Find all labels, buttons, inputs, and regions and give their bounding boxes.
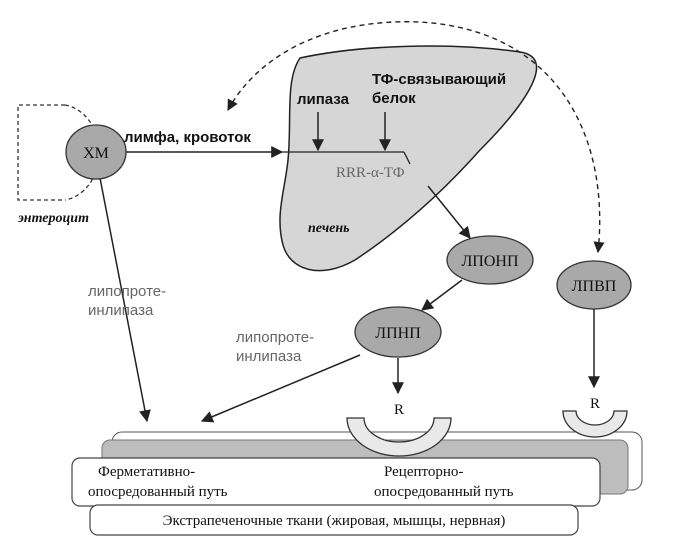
node-lpnp xyxy=(354,306,442,358)
node-hm xyxy=(65,124,127,180)
hm-to-tissue-arrow xyxy=(99,177,151,423)
node-lpvp xyxy=(556,260,632,310)
enterocyte-label: энтероцит xyxy=(17,211,89,226)
lpl-left-label-1: липопроте- xyxy=(88,283,166,300)
liver-label: печень xyxy=(308,221,350,236)
lpnp-to-tissue-arrow xyxy=(200,354,361,423)
node-lponp xyxy=(446,235,534,285)
node-hm-label: ХМ xyxy=(83,145,109,162)
receptor-path-label-1: Рецепторно- xyxy=(384,464,463,480)
lpl-left-label-2: инлипаза xyxy=(88,302,154,319)
receptor-lpnp xyxy=(346,417,452,457)
rrr-tf-label: RRR-α-ТФ xyxy=(336,165,405,181)
tissues-label: Экстрапеченочные ткани (жировая, мышцы, … xyxy=(163,513,506,529)
receptor-label-lpvp: R xyxy=(590,396,600,412)
rrr-to-lponp-arrow xyxy=(427,185,471,239)
receptor-label-lpnp: R xyxy=(394,402,404,418)
enzymatic-path-label-2: опосредованный путь xyxy=(88,484,228,500)
lipase-label: липаза xyxy=(297,91,350,108)
tissues-box xyxy=(89,504,579,536)
node-lponp-label: ЛПОНП xyxy=(461,253,519,270)
tf-binding-label-1: ТФ-связывающий xyxy=(372,71,506,88)
lpl-mid-label-1: липопроте- xyxy=(236,329,314,346)
receptor-path-label-2: опосредованный путь xyxy=(374,484,514,500)
lponp-to-lpnp-arrow xyxy=(421,279,463,311)
liver-inner-tick xyxy=(403,151,411,165)
receptor-lpvp xyxy=(562,410,628,438)
tf-binding-label-2: белок xyxy=(372,90,416,107)
lpl-mid-label-2: инлипаза xyxy=(236,348,302,365)
node-lpvp-label: ЛПВП xyxy=(572,278,617,295)
lpvp-liver-dashed-arrow xyxy=(227,21,605,254)
enzymatic-path-label-1: Ферметативно- xyxy=(98,464,195,480)
lymph-label: лимфа, кровоток xyxy=(124,129,251,146)
enterocyte-outline xyxy=(17,104,65,201)
node-lpnp-label: ЛПНП xyxy=(375,325,421,342)
